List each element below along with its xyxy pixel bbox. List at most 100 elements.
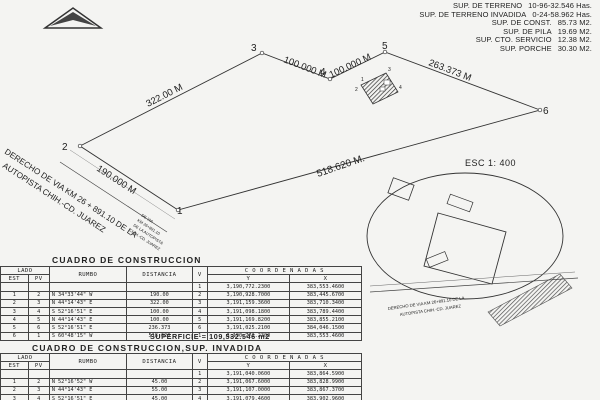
invaded-table: LADO RUMBO DISTANCIA V C O O R D E N A D…: [0, 352, 363, 400]
building-vertex-2: 2: [355, 87, 358, 93]
cell-est: 3: [0, 393, 29, 400]
col-coordenadas: C O O R D E N A D A S: [206, 265, 363, 276]
cell-x: 383,828.9900: [289, 377, 362, 387]
small-road-note: DE VIA KM 26+891.10 DE LA AUTOPISTA CHIH…: [128, 213, 164, 252]
distance-label-3-4: 100.000 M: [282, 55, 328, 81]
cell-y: 3,190,772.2300: [206, 331, 291, 341]
cell-y: 3,191,067.6000: [206, 377, 291, 387]
table-1-title: CUADRO DE CONSTRUCCION: [52, 255, 202, 265]
cell-y: 3,191,025.2100: [206, 323, 291, 333]
cell-v: 4: [191, 306, 208, 317]
cell-est: 5: [0, 323, 29, 333]
cell-rumbo: S 52°16'51" E: [48, 393, 127, 400]
cell-y: 3,191,107.0000: [206, 385, 291, 395]
col-distancia: DISTANCIA: [125, 352, 193, 371]
cell-x: 383,710.3400: [289, 298, 362, 308]
cell-est: 1: [0, 290, 29, 300]
cell-est: 6: [0, 331, 29, 341]
area-row: SUP. DE CONST.85.73 M2.: [491, 18, 592, 28]
cell-y: 3,191,040.0600: [206, 369, 291, 379]
cell-pv: [27, 369, 50, 379]
vertex-label-1: 1: [177, 206, 183, 217]
vertex-label-5: 5: [382, 41, 388, 52]
cell-pv: 4: [27, 306, 50, 317]
cell-rumbo: S 60°48'15" W: [48, 331, 127, 341]
cell-distancia: 45.00: [125, 377, 193, 387]
cell-x: 383,553.4600: [289, 331, 362, 341]
cell-rumbo: S 52°16'51" E: [48, 306, 127, 317]
col-lado: LADO: [0, 352, 50, 363]
cell-x: 383,789.4400: [289, 306, 362, 317]
cell-distancia: [125, 282, 193, 292]
cell-rumbo: N 52°16'52" W: [48, 377, 127, 387]
distance-label-4-5: 100.000 M: [328, 52, 373, 81]
col-est: EST: [0, 274, 29, 284]
col-pv: PV: [27, 361, 50, 371]
cell-distancia: 55.00: [125, 385, 193, 395]
cell-v: 1: [191, 282, 208, 292]
col-v: V: [191, 352, 208, 371]
road-edge-line: [59, 161, 168, 233]
cell-pv: 4: [27, 393, 50, 400]
cell-x: 383,445.6700: [289, 290, 362, 300]
building-vertex-3: 3: [388, 67, 391, 73]
col-pv: PV: [27, 274, 50, 284]
cell-est: [0, 369, 29, 379]
building-vertex-1: 1: [361, 77, 364, 83]
cell-distancia: [125, 369, 193, 379]
cell-pv: 1: [27, 331, 50, 341]
cell-rumbo: [48, 282, 127, 292]
cell-v: 3: [191, 298, 208, 308]
cell-x: 383,867.3700: [289, 385, 362, 395]
cell-y: 3,190,772.2300: [206, 282, 291, 292]
vertex-label-6: 6: [543, 106, 549, 117]
cell-pv: 5: [27, 315, 50, 325]
cell-x: 383,553.4600: [289, 282, 362, 292]
cell-pv: 3: [27, 298, 50, 308]
cell-v: 2: [191, 377, 208, 387]
cell-pv: 2: [27, 377, 50, 387]
svg-text:DE VIA: DE VIA: [140, 213, 154, 225]
cell-y: 3,191,098.1800: [206, 306, 291, 317]
cell-y: 3,191,079.4600: [206, 393, 291, 400]
cell-v: 3: [191, 385, 208, 395]
table-2-title: CUADRO DE CONSTRUCCION,SUP. INVADIDA: [32, 343, 263, 353]
construction-table: LADO RUMBO DISTANCIA V C O O R D E N A D…: [0, 265, 363, 341]
vertex-label-2: 2: [62, 142, 68, 153]
cell-rumbo: N 34°33'44" W: [48, 290, 127, 300]
cell-est: 2: [0, 298, 29, 308]
vertex-label-3: 3: [251, 43, 257, 54]
cell-x: 383,855.2100: [289, 315, 362, 325]
cell-v: 1: [191, 369, 208, 379]
col-v: V: [191, 265, 208, 284]
col-est: EST: [0, 361, 29, 371]
cell-v: 6: [191, 323, 208, 333]
cell-est: 2: [0, 385, 29, 395]
col-lado: LADO: [0, 265, 50, 276]
cell-distancia: 45.00: [125, 393, 193, 400]
col-y: Y: [206, 274, 291, 284]
inset-detail: DERECHO DE VIA KM 26+891.10 DE LA AUTOPI…: [366, 172, 579, 327]
col-coordenadas: C O O R D E N A D A S: [206, 352, 363, 363]
cell-est: 3: [0, 306, 29, 317]
cell-x: 383,864.5900: [289, 369, 362, 379]
vertex-markers: [77, 49, 543, 213]
cell-distancia: 236.373: [125, 323, 193, 333]
cell-v: 4: [191, 393, 208, 400]
cell-rumbo: N 44°14'43" E: [48, 315, 127, 325]
cell-est: 4: [0, 315, 29, 325]
cell-distancia: 518.620: [125, 331, 193, 341]
